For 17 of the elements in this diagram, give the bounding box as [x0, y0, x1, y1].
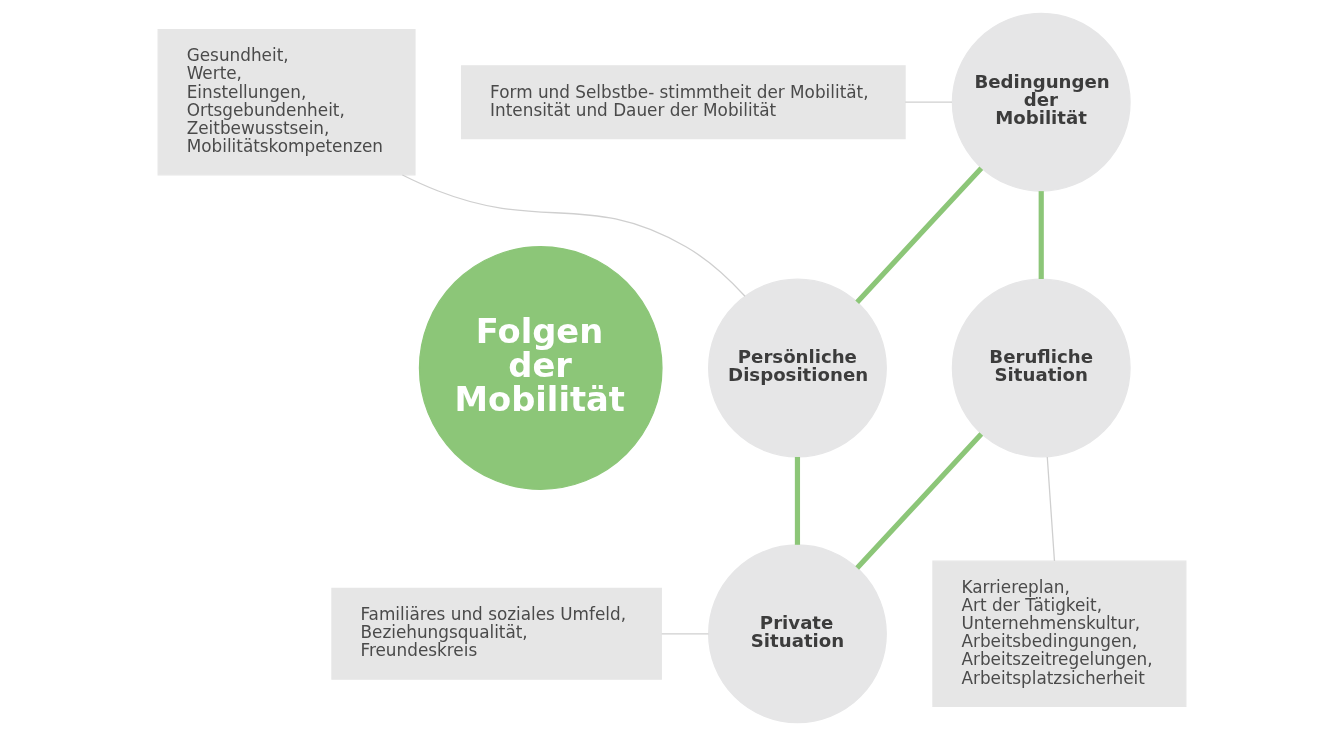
connector	[1046, 456, 1056, 562]
connector	[661, 633, 710, 635]
connector	[855, 166, 984, 304]
connector	[794, 456, 801, 545]
node-box: Form und Selbstbe- stimmtheit der Mobilität, Intensität und Dauer der Mobilität	[460, 65, 906, 140]
node-box: Karriereplan, Art der Tätigkeit, Unternehmenskultur, Arbeitsbedingungen, Arbeitszeitregelungen, Arbeitsplatzsicherheit	[932, 560, 1187, 708]
node-circle: Bedingungen der Mobilität	[951, 12, 1131, 192]
connector	[855, 432, 984, 570]
node-box: Gesundheit, Werte, Einstellungen, Ortsgebundenheit, Zeitbewusstsein, Mobilitätskompetenzen	[157, 28, 416, 176]
node-circle: Private Situation	[708, 544, 887, 724]
node-circle: Persönliche Dispositionen	[708, 278, 887, 458]
node-circle: Folgen der Mobilität	[418, 246, 663, 490]
connector	[1038, 191, 1044, 279]
node-circle: Berufliche Situation	[951, 278, 1131, 458]
connector	[904, 101, 953, 103]
connector	[401, 174, 746, 297]
node-box: Familiäres und soziales Umfeld, Beziehungsqualität, Freundeskreis	[331, 587, 662, 680]
